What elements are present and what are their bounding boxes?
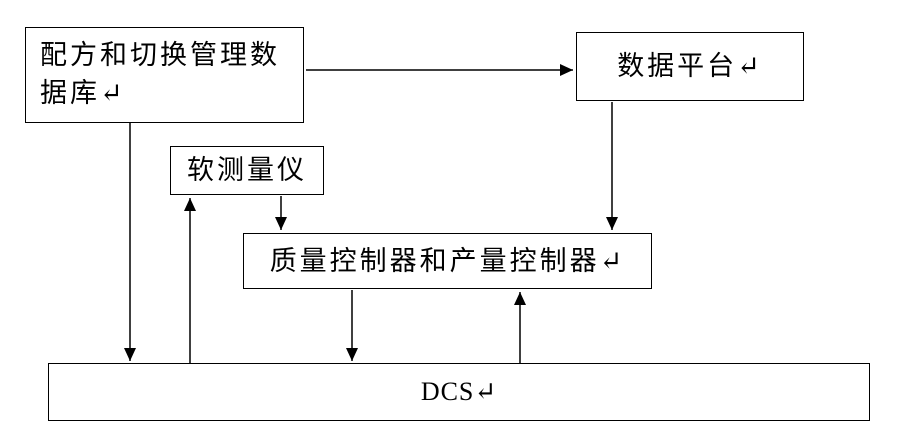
node-recipe-db-label: 配方和切换管理数据库↵ [40,40,280,109]
node-data-platform-label: 数据平台↵ [617,51,763,82]
node-dcs: DCS↵ [48,363,870,421]
node-data-platform: 数据平台↵ [576,32,804,101]
node-controllers: 质量控制器和产量控制器↵ [243,233,652,289]
node-soft-sensor-label: 软测量仪 [187,155,307,186]
node-soft-sensor: 软测量仪 [170,146,324,195]
node-recipe-db: 配方和切换管理数据库↵ [25,27,304,123]
node-controllers-label: 质量控制器和产量控制器↵ [269,245,626,276]
node-dcs-label: DCS↵ [420,376,498,406]
